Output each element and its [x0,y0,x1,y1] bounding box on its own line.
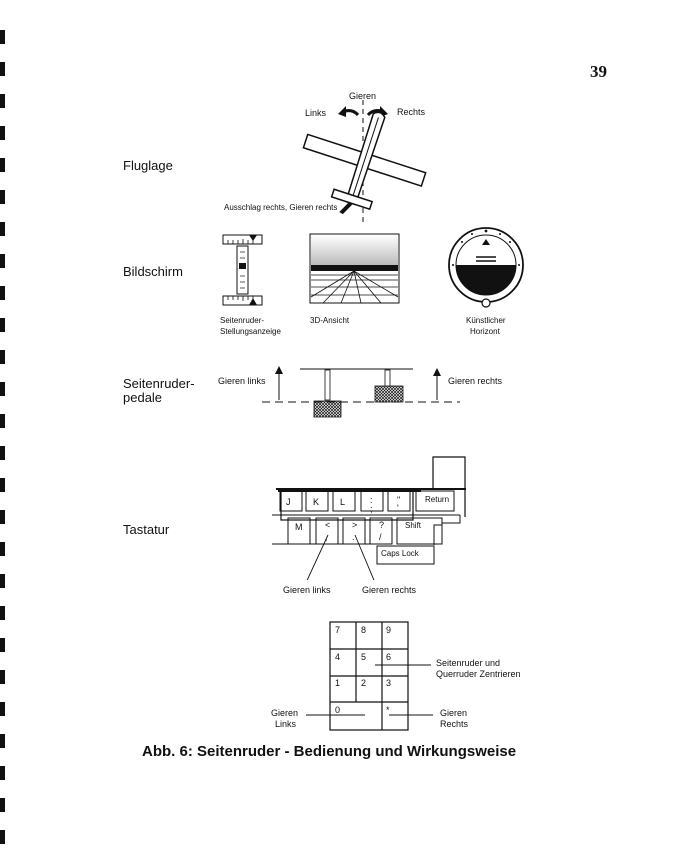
3d-view [309,233,400,304]
numpad-key-1: 1 [335,678,341,688]
row-label-tastatur: Tastatur [123,522,170,537]
label-center-2: Querruder Zentrieren [436,669,521,679]
rudder-position-indicator [222,234,263,306]
label-links: Links [305,108,327,118]
key-j: J [286,497,291,507]
label-indicator-2: Stellungsanzeige [220,327,281,336]
label-3d: 3D-Ansicht [310,316,350,325]
key-semicolon: ; [370,504,373,514]
numpad-key-9: 9 [386,625,392,635]
key-less: < [325,520,331,530]
key-l: L [340,497,346,507]
label-key-right: Gieren rechts [362,585,417,595]
keyboard-diagram [272,456,466,580]
numpad-key-8: 8 [361,625,367,635]
key-period: . [352,532,355,542]
label-numpad-right-2: Rechts [440,719,469,729]
spiral-binding [0,30,5,844]
numpad-key-0: 0 [335,705,341,715]
key-comma: , [325,532,328,542]
artificial-horizon [448,227,524,308]
label-rechts: Rechts [397,107,426,117]
label-pedal-right: Gieren rechts [448,376,503,386]
numpad-key-3: 3 [386,678,392,688]
numpad-key-4: 4 [335,652,341,662]
figure-caption: Abb. 6: Seitenruder - Bedienung und Wirk… [142,743,517,760]
label-ausschlag: Ausschlag rechts, Gieren rechts [224,203,338,212]
key-return: Return [425,495,450,504]
label-numpad-left-1: Gieren [271,708,299,718]
key-colon: : [370,495,373,505]
key-capslock: Caps Lock [381,549,419,558]
key-greater: > [352,520,358,530]
numpad-key-6: 6 [386,652,392,662]
airplane-diagram [302,100,427,225]
row-label-bildschirm: Bildschirm [123,264,183,279]
key-slash: / [379,532,382,542]
label-gieren: Gieren [349,91,377,101]
label-numpad-right-1: Gieren [440,708,468,718]
pedals-diagram [262,366,460,418]
key-quote: " [397,495,401,505]
label-numpad-left-2: Links [275,719,297,729]
numpad-key-2: 2 [361,678,367,688]
key-m: M [295,522,303,532]
numpad-diagram [306,621,433,731]
label-horizon-2: Horizont [470,327,500,336]
label-key-left: Gieren links [283,585,331,595]
row-label-fluglage: Fluglage [123,158,173,173]
key-shift: Shift [405,521,422,530]
numpad-key-5: 5 [361,652,367,662]
numpad-key-star: * [386,705,390,715]
label-center-1: Seitenruder und [436,658,501,668]
key-k: K [313,497,320,507]
key-question: ? [379,520,385,530]
key-apostrophe: ' [397,503,399,513]
page-number: 39 [590,62,607,81]
label-horizon-1: Künstlicher [466,316,506,325]
numpad-key-7: 7 [335,625,341,635]
label-pedal-left: Gieren links [218,376,266,386]
row-label-pedale-1: Seitenruder- [123,376,195,391]
row-label-pedale-2: pedale [123,390,163,405]
label-indicator-1: Seitenruder- [220,316,265,325]
